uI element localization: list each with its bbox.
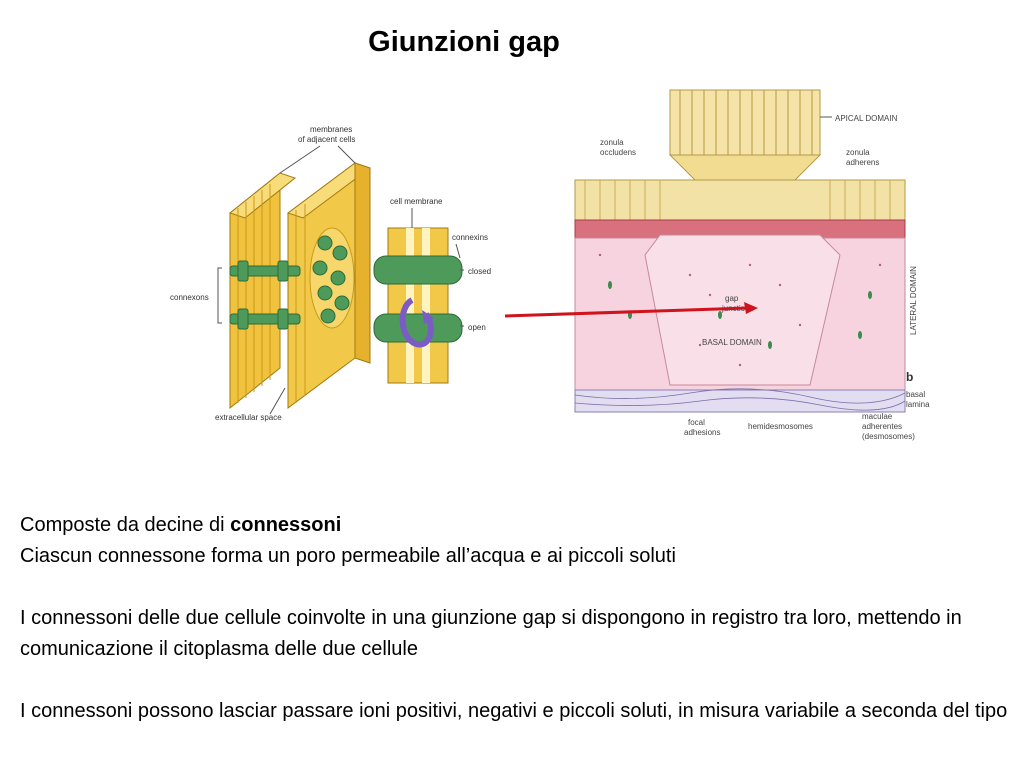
label-adhesions: adhesions [684, 428, 720, 437]
label-of-adjacent-cells: of adjacent cells [298, 135, 355, 144]
slide-title: Giunzioni gap [368, 26, 560, 58]
label-occludens: occludens [600, 148, 636, 157]
gap-junction-diagram: connexons membranes of adjacent cells ex… [170, 125, 491, 422]
line-1: Composte da decine di connessoni [20, 514, 342, 536]
label-cell-membrane: cell membrane [390, 197, 443, 206]
label-lateral-domain: LATERAL DOMAIN [909, 266, 918, 335]
label-basal-domain: BASAL DOMAIN [702, 338, 762, 347]
label-zonula-1: zonula [600, 138, 624, 147]
label-open: open [468, 323, 486, 332]
paragraph-3: I connessoni possono lasciar passare ion… [20, 700, 1008, 722]
pointer-arrow [504, 302, 758, 318]
label-membranes: membranes [310, 125, 352, 134]
label-connexins: connexins [452, 233, 488, 242]
label-maculae: maculae [862, 412, 893, 421]
label-connexons: connexons [170, 293, 209, 302]
line-2: Ciascun connessone forma un poro permeab… [20, 545, 676, 567]
label-extracellular-space: extracellular space [215, 413, 282, 422]
label-hemidesmosomes: hemidesmosomes [748, 422, 813, 431]
label-focal: focal [688, 418, 705, 427]
label-desmosomes: (desmosomes) [862, 432, 915, 441]
label-closed: closed [468, 267, 491, 276]
label-lamina: lamina [906, 400, 930, 409]
keyword-connessoni: connessoni [230, 514, 342, 536]
label-basal: basal [906, 390, 925, 399]
epithelial-junctions-diagram: APICAL DOMAIN zonula occludens zonula ad… [574, 89, 930, 441]
label-adherens: adherens [846, 158, 879, 167]
label-apical-domain: APICAL DOMAIN [835, 114, 898, 123]
label-gap: gap [725, 294, 739, 303]
paragraph-2: I connessoni delle due cellule coinvolte… [20, 607, 962, 660]
label-adherentes: adherentes [862, 422, 902, 431]
label-zonula-2: zonula [846, 148, 870, 157]
body-text: Composte da decine di connessoni Ciascun… [20, 510, 1010, 727]
label-b: b [906, 370, 913, 384]
